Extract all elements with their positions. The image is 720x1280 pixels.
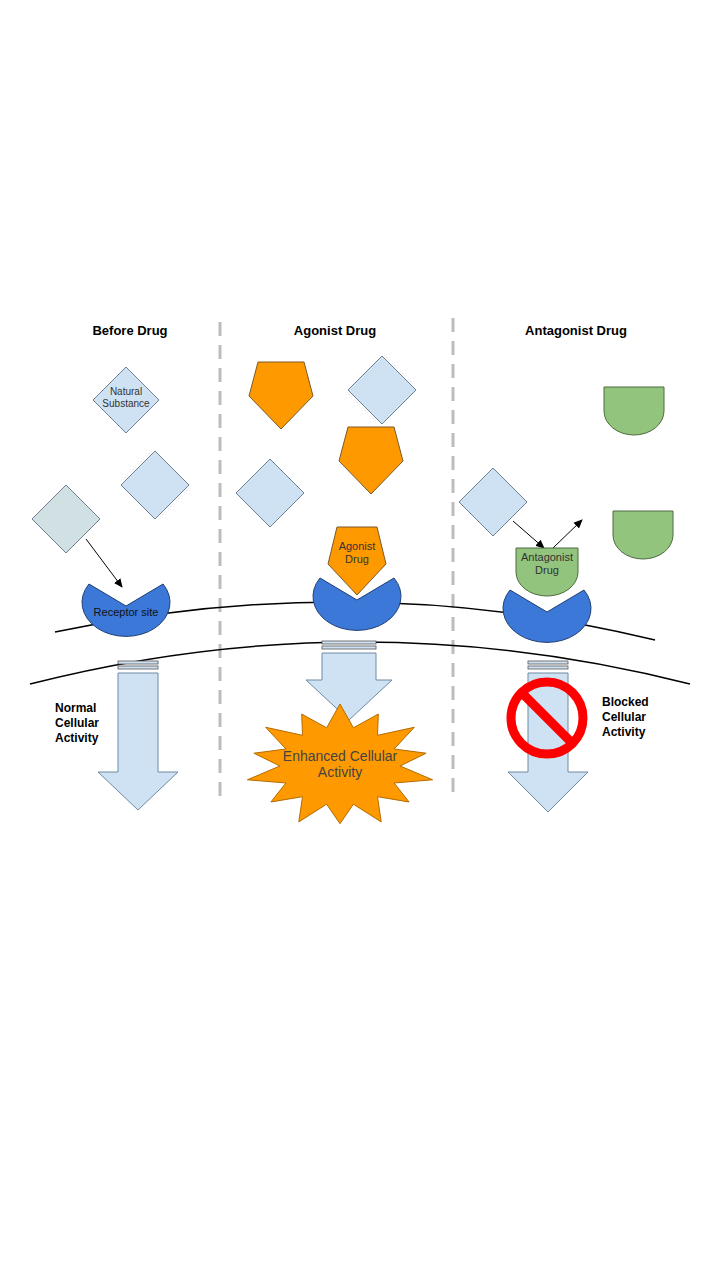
column-heading: Agonist Drug: [265, 323, 405, 338]
natural-substance: [121, 451, 189, 519]
natural-substance: [236, 459, 304, 527]
node-text: Antagonist Drug: [519, 551, 575, 576]
signal-stripe: [322, 641, 376, 644]
activity-arrow: [508, 673, 588, 812]
signal-stripe: [118, 661, 158, 664]
block-symbol: [522, 693, 572, 743]
activity-starburst: Enhanced Cellular Activity: [245, 704, 435, 828]
antagonist-molecule: [604, 387, 664, 435]
substance-diamond: Natural Substance: [92, 366, 160, 434]
antagonist-shape: Antagonist Drug: [515, 547, 579, 597]
antagonist-molecule: [613, 511, 673, 559]
signal-stripe: [118, 666, 158, 669]
column-heading: Antagonist Drug: [496, 323, 656, 338]
agonist-pentagon: Agonist Drug: [327, 526, 387, 596]
rebound-arrow: [553, 520, 582, 548]
activity-arrow: [306, 653, 392, 720]
node-text: Enhanced Cellular Activity: [272, 748, 408, 780]
agonist-molecule: [339, 427, 403, 494]
natural-substance: [348, 356, 416, 424]
signal-stripe: [322, 646, 376, 649]
column-heading: Before Drug: [60, 323, 200, 338]
activity-label: Normal Cellular Activity: [55, 701, 117, 746]
receptor-site: Receptor site: [81, 576, 171, 640]
block-symbol: [511, 682, 583, 754]
node-text: Receptor site: [86, 606, 166, 619]
receptor: [503, 590, 591, 642]
activity-arrow: [98, 673, 178, 810]
node-text: Agonist Drug: [333, 540, 381, 565]
signal-stripe: [528, 661, 568, 664]
signal-stripe: [528, 666, 568, 669]
column-divider: [452, 318, 455, 798]
activity-label: Blocked Cellular Activity: [602, 695, 666, 740]
natural-substance: [32, 485, 100, 553]
binding-arrow: [513, 521, 544, 548]
agonist-molecule: [249, 362, 313, 429]
binding-arrow: [86, 539, 122, 587]
node-text: Natural Substance: [101, 386, 151, 409]
natural-substance: [459, 468, 527, 536]
column-divider: [219, 322, 222, 802]
